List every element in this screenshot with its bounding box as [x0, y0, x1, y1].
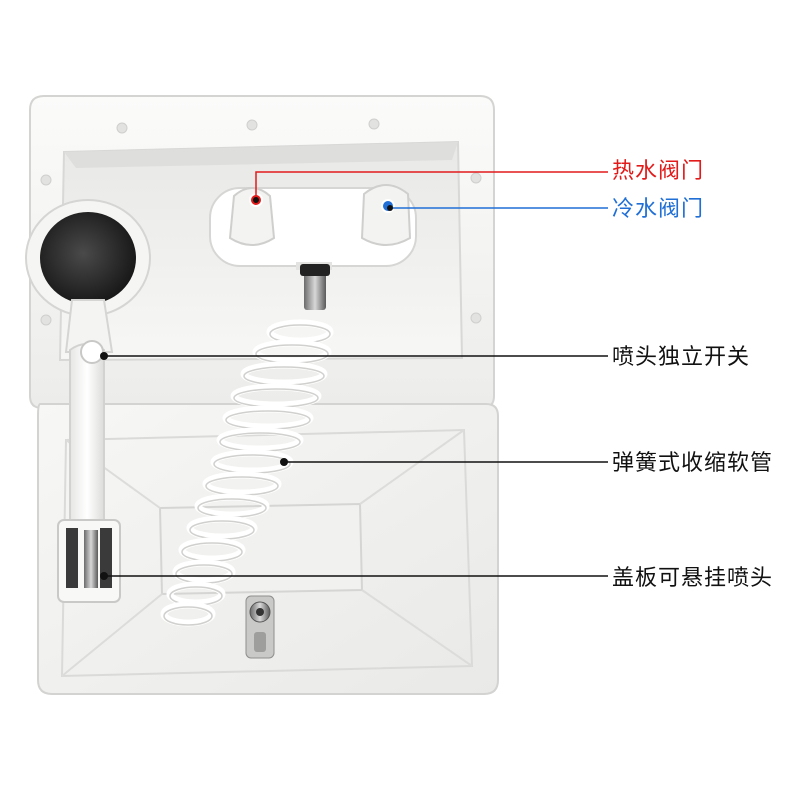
hose-coil-shadow	[163, 606, 213, 626]
hose-coil	[222, 405, 314, 431]
cover-panel	[37, 403, 499, 695]
shower-switch-button[interactable]	[80, 340, 104, 364]
latch	[245, 595, 275, 659]
hose-coil	[230, 383, 322, 409]
spring-hose-label: 弹簧式收缩软管	[612, 451, 774, 476]
valve-block	[209, 184, 417, 270]
hanger-bracket	[57, 519, 121, 603]
hot-valve-label: 热水阀门	[612, 159, 705, 184]
shower-switch-label: 喷头独立开关	[612, 345, 751, 370]
hose-fitting	[300, 264, 330, 310]
leader-lines	[100, 171, 608, 580]
spring-hose	[160, 319, 334, 627]
cold-valve-label: 冷水阀门	[612, 197, 705, 222]
shower-handle	[69, 343, 105, 535]
cover-hanger-label: 盖板可悬挂喷头	[612, 566, 774, 591]
shower-head	[25, 199, 151, 353]
